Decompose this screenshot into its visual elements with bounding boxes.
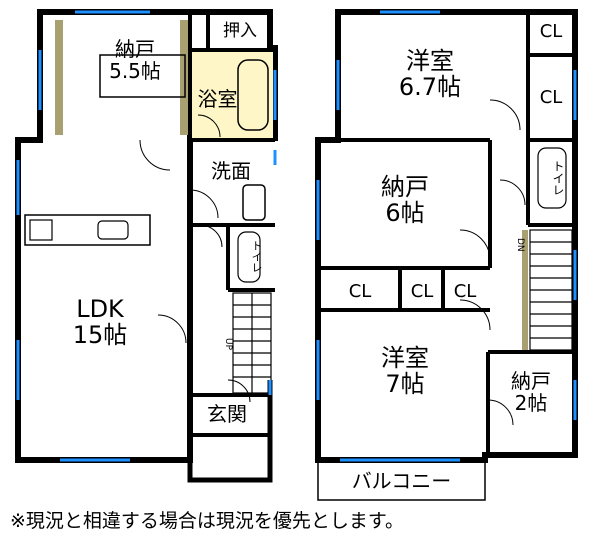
toilet-icon (537, 147, 567, 209)
disclaimer-note: ※現況と相違する場合は現況を優先とします。 (10, 510, 405, 532)
room-cl-a: CL (539, 21, 563, 42)
second-floor (315, 9, 578, 501)
room-cl-d: CL (410, 281, 434, 302)
room-toilet-1f: トイレ (250, 240, 263, 273)
door-swing (197, 114, 221, 138)
door-swing (227, 379, 251, 403)
room-genkan: 玄関 (207, 402, 247, 426)
toilet-icon (237, 231, 261, 283)
room-nando-1f: 納戸 5.5帖 (109, 37, 161, 83)
room-cl-b: CL (539, 87, 563, 108)
bath-area (192, 52, 273, 138)
room-youshitsu-67: 洋室 6.7帖 (398, 47, 462, 102)
room-balcony: バルコニー (351, 469, 452, 493)
room-nando-6: 納戸 6帖 (381, 173, 429, 228)
stairs-2f (529, 229, 573, 351)
room-bath: 浴室 (197, 87, 238, 111)
door-swing (157, 314, 187, 344)
first-floor (15, 9, 278, 483)
room-youshitsu-7: 洋室 7帖 (381, 344, 429, 399)
door-swing (139, 139, 171, 171)
kitchen-counter (24, 214, 151, 246)
balcony-outline (317, 461, 486, 501)
bathtub-icon (237, 59, 269, 131)
closet-shelf (99, 54, 186, 98)
stairs-1f (232, 292, 272, 394)
room-toilet-2f: トイレ (551, 160, 565, 196)
wall-2f-outer (315, 9, 578, 463)
door-swing (489, 99, 521, 131)
room-oshiire: 押入 (223, 21, 257, 41)
tatami-edge (180, 20, 188, 135)
stairs-down-label: DN (515, 238, 525, 252)
room-cl-c: CL (348, 281, 372, 302)
kitchen-sink-icon (97, 220, 129, 240)
windows-1f (16, 10, 277, 462)
room-nando-2: 納戸 2帖 (511, 369, 551, 415)
room-cl-e: CL (453, 281, 477, 302)
room-senmen: 洗面 (211, 159, 251, 183)
door-swing (487, 399, 514, 426)
windows-2f (316, 10, 577, 462)
sink-icon (242, 184, 266, 221)
rail (522, 230, 528, 350)
stove-icon (29, 219, 53, 241)
door-swing (459, 229, 491, 261)
door-swing (199, 224, 223, 248)
door-swing (459, 299, 491, 331)
stairs-up-label: UP (223, 338, 233, 351)
room-ldk: LDK 15帖 (72, 295, 128, 350)
wall-1f-genkan (187, 380, 273, 483)
door-swing (189, 189, 219, 219)
tatami-edge (55, 20, 63, 135)
door-swing (499, 179, 526, 206)
